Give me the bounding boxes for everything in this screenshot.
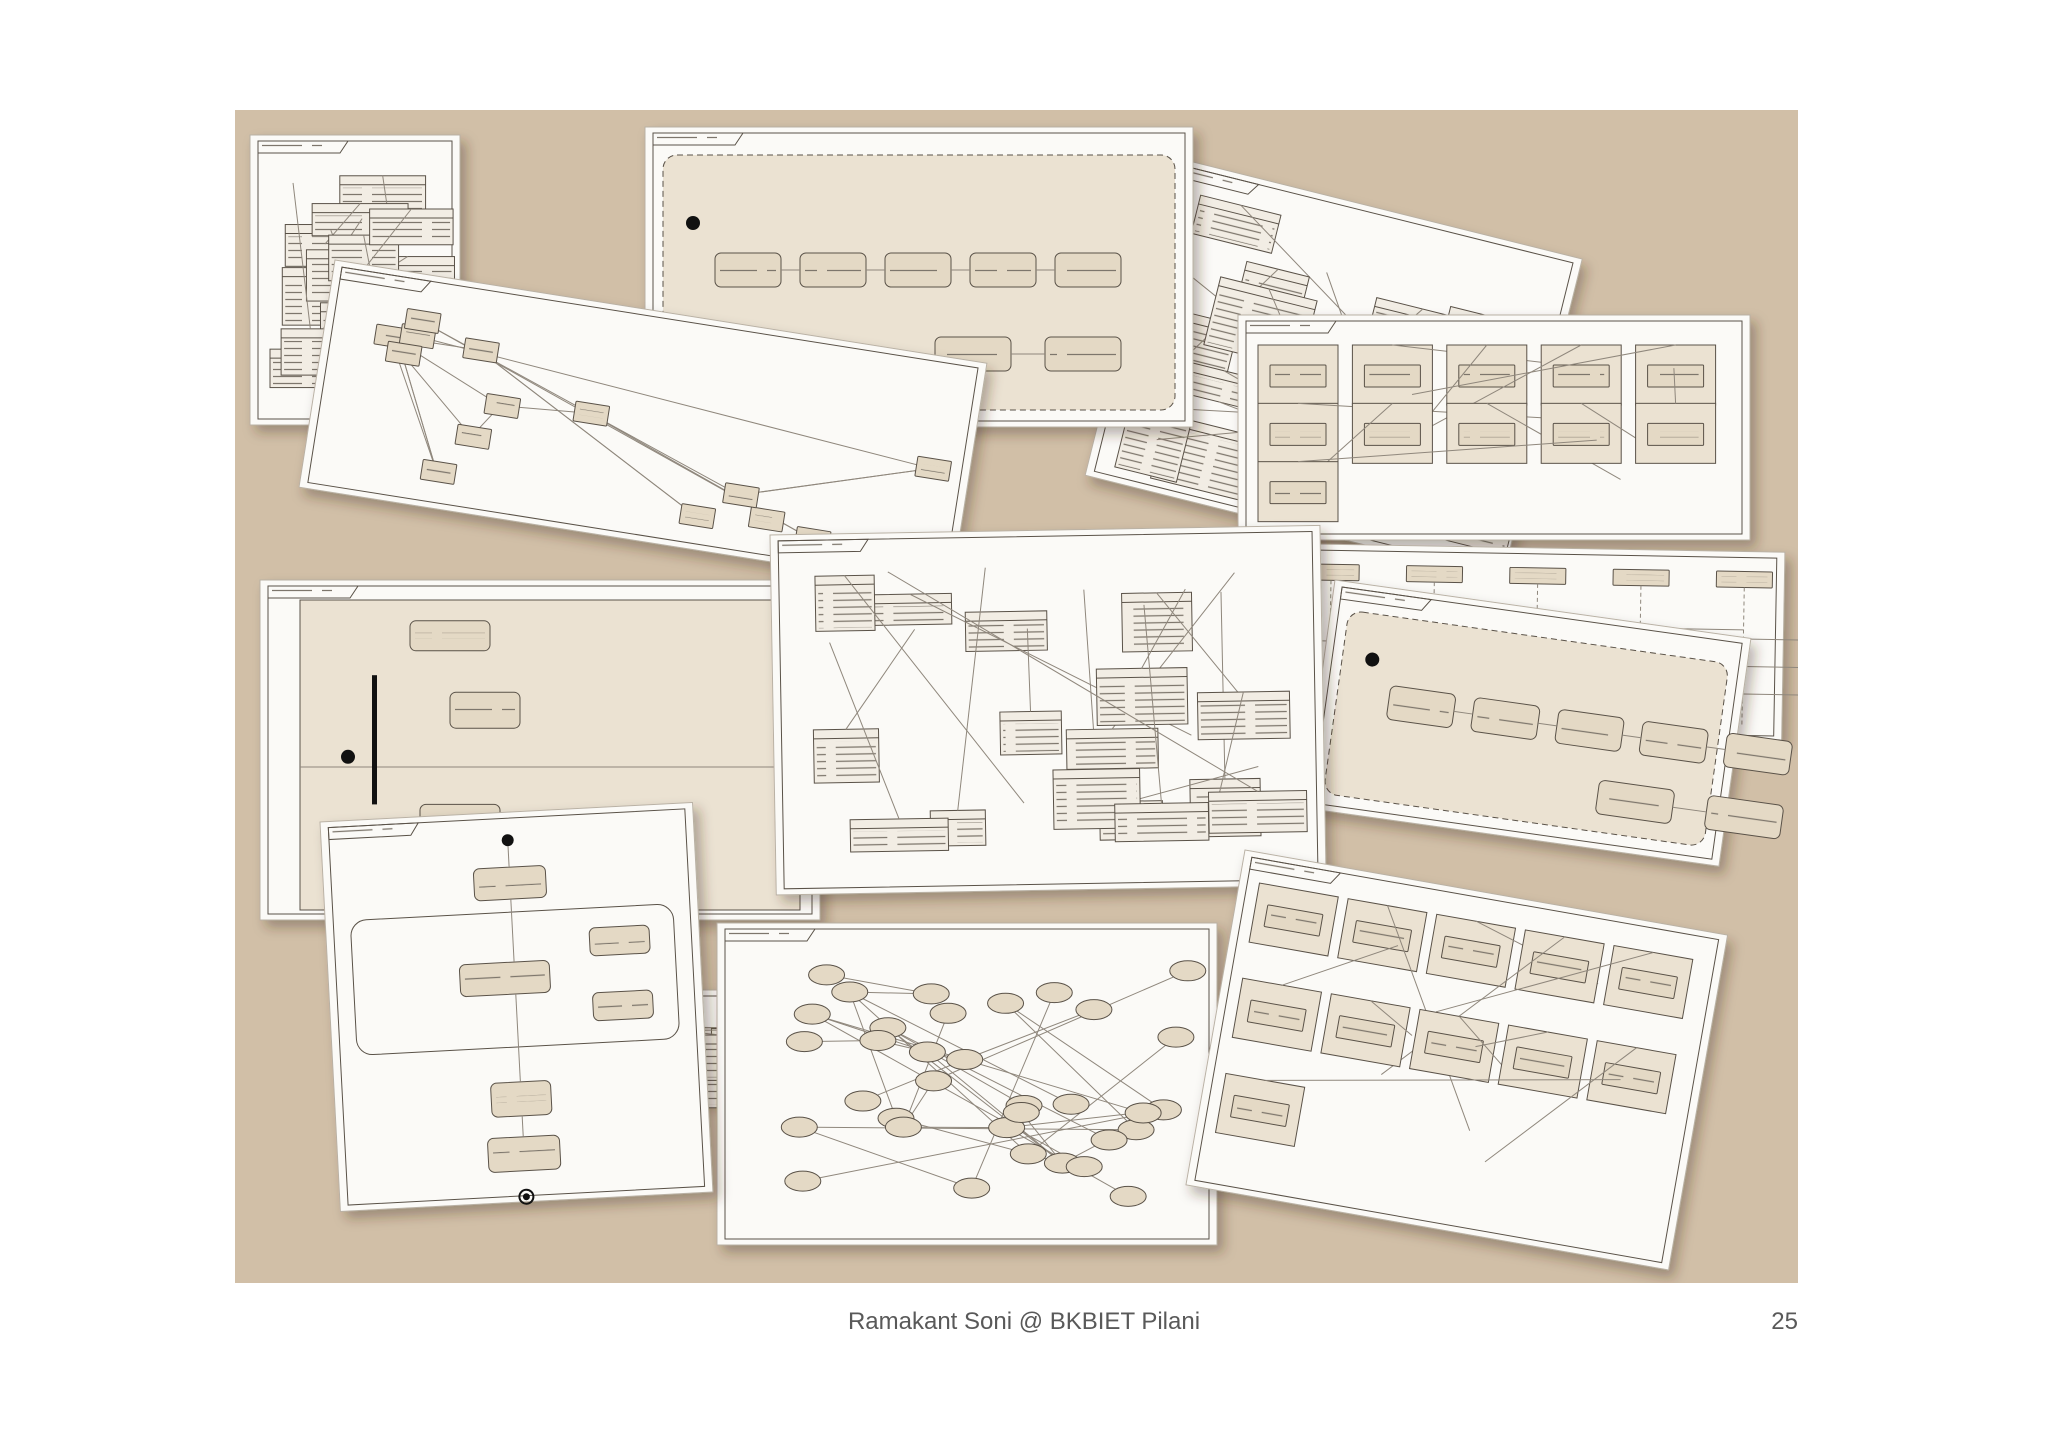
sheet-deployment-b [1185,849,1729,1271]
sheet-component-map [1237,314,1751,541]
sheet-network-diagram [298,259,988,591]
slide-footer-credit: Ramakant Soni @ BKBIET Pilani [847,1308,1201,1335]
slide-page-number: 25 [1771,1308,1798,1335]
sheet-activity-b [1302,579,1793,867]
collage-drawing [249,126,1798,1271]
uml-diagram-collage [235,110,1798,1283]
sheet-usecase-tree [716,922,1218,1246]
sheet-statechart [319,801,714,1212]
sheet-class-usecases [769,524,1327,896]
